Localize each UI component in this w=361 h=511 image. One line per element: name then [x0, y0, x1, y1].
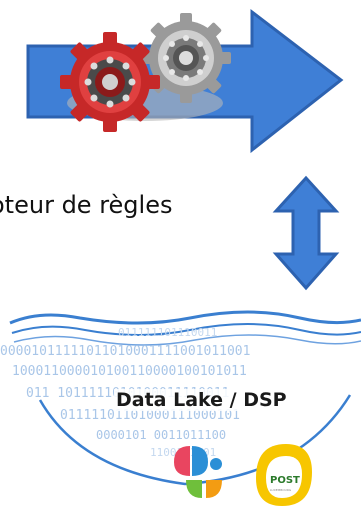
rule-engine-label: oteur de règles — [0, 191, 173, 219]
binary-row: 0000101 0011011100 — [96, 428, 227, 442]
binary-row: 00001011111011010001111001011001 — [0, 344, 251, 359]
post-logo-subtext: LUXEMBOURG — [270, 488, 292, 492]
binary-row: 100011000010100110000100101011 — [12, 364, 247, 379]
gears-icon — [60, 13, 231, 132]
data-lake-label: Data Lake / DSP — [114, 389, 289, 411]
cloud-logo-icon — [174, 446, 222, 498]
binary-row: 011111101110011 — [118, 326, 218, 339]
post-logo-icon — [256, 444, 312, 506]
binary-row: 01111101101000111000101 — [60, 408, 241, 423]
post-logo-text: POST — [270, 475, 300, 486]
double-arrow-icon — [272, 175, 340, 291]
